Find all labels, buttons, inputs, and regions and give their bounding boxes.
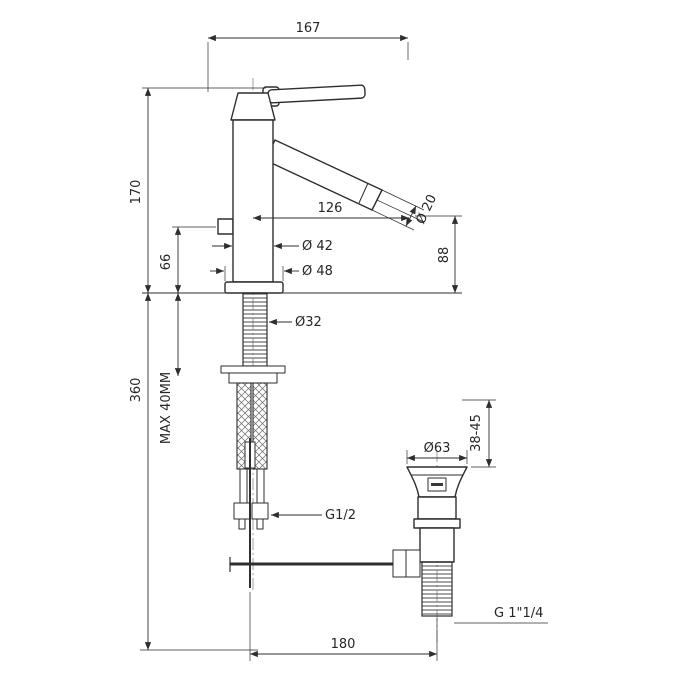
dim-spout-height: 88 [437,247,452,264]
popup-rod-group [229,438,396,588]
dim-width-overall: 167 [296,21,321,36]
dim-setscrew-height: 66 [159,254,174,271]
hose-stub-right [256,518,264,530]
dim-hose-length: 360 [129,378,144,403]
hose-stub-left [238,518,246,530]
dim-shank-diameter-group: Ø32 [269,315,322,330]
dim-rod-to-waste-distance: 180 [331,637,356,652]
waste-upper-body [417,496,457,520]
threaded-shank [242,292,268,367]
cartridge-cap [230,92,276,121]
waste-tailpiece [421,561,453,617]
dim-spout-diameter: Ø 20 [413,192,440,226]
label-hose-thread: G1/2 [325,508,356,523]
label-hose-thread-group: G1/2 [271,508,356,523]
dim-base-diameter: Ø 48 [302,264,333,279]
dim-waste-flange-diameter: Ø63 [424,441,451,456]
dim-max-deck-thickness: MAX 40MM [159,372,174,444]
side-setscrew-knob [217,218,234,235]
dim-shank-diameter: Ø32 [295,315,322,330]
dim-waste-height-range: 38-45 [469,414,484,452]
popup-waste-group [392,466,468,617]
under-deck-group [220,292,286,530]
aerator-ring-line [358,182,369,204]
hose-tail-left [239,468,248,504]
lever-handle [267,84,366,104]
fixing-nut [228,372,278,384]
dim-waste-range-group: 38-45 [462,399,496,468]
dim-spout-reach: 126 [318,201,343,216]
dim-waste-flange-group: Ø63 [406,441,468,464]
base-plate [224,281,284,294]
dim-height-group: 170 [129,87,266,293]
waste-mid-body [419,527,455,563]
waste-plug-slot [431,483,443,486]
spout [264,139,383,211]
dim-spout-diameter-group: Ø 20 [371,189,440,231]
hose-nut-right [251,502,269,520]
body-cylinder [232,119,274,283]
label-waste-thread-group: G 1"1/4 [454,606,548,624]
dim-width-overall-group: 167 [207,21,409,92]
label-waste-thread: G 1"1/4 [494,606,543,621]
dim-body-diameter: Ø 42 [302,239,333,254]
hose-nut-left [233,502,251,520]
hose-tail-right [256,468,265,504]
dim-deck-thickness-group: MAX 40MM [159,293,182,444]
waste-collar [413,518,461,529]
dim-rod-offset-group: 180 [249,592,438,661]
dim-spout-height-group: 88 [415,215,462,293]
dim-height-above-deck: 170 [129,180,144,205]
dim-setscrew-group: 66 [159,226,216,293]
dim-spout-reach-group: 126 [253,199,425,223]
dim-body-diameter-group: Ø 42 [212,239,333,254]
dim-hose-length-group: 360 [129,293,258,651]
dim-base-diameter-group: Ø 48 [210,264,333,281]
clamp-washer [220,365,286,374]
faucet-body-group [217,84,383,294]
